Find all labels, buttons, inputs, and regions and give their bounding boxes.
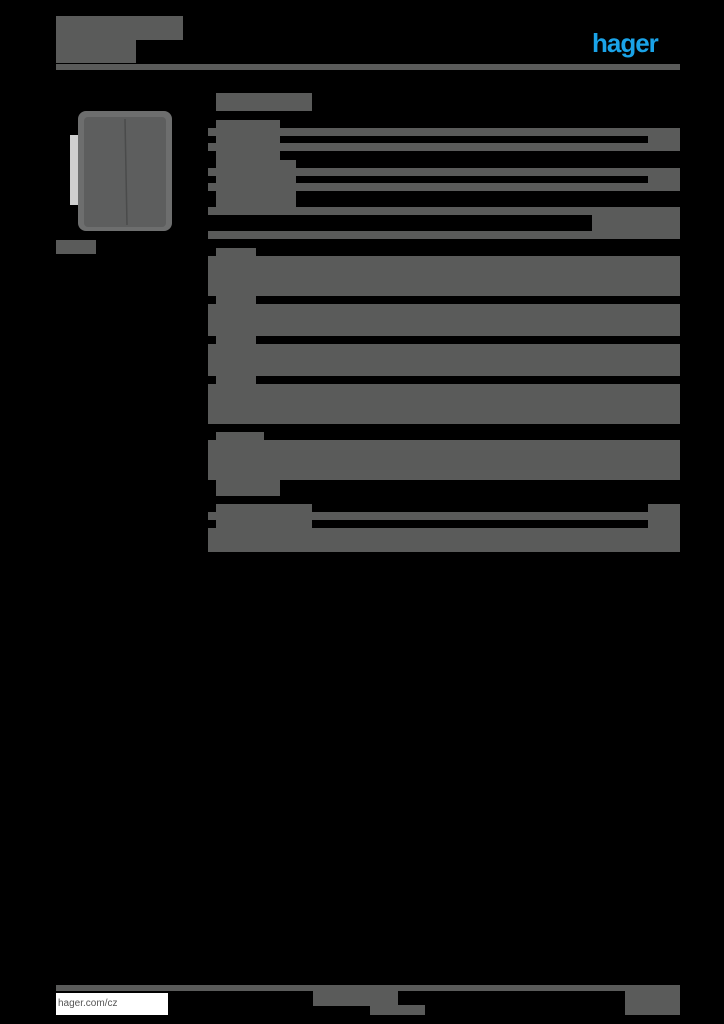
footer-center-text xyxy=(313,991,398,1006)
spec-row xyxy=(208,440,680,480)
spec-row xyxy=(208,256,680,296)
spec-row xyxy=(208,344,680,376)
spec-value xyxy=(648,128,680,151)
spec-row xyxy=(208,207,680,215)
spec-row xyxy=(208,128,680,136)
product-switch-image xyxy=(70,111,172,231)
spec-label xyxy=(216,120,280,160)
doc-subtitle xyxy=(56,40,136,50)
spec-row xyxy=(208,512,680,520)
doc-title xyxy=(56,16,183,40)
footer-url-link[interactable]: hager.com/cz xyxy=(56,993,168,1015)
spec-value xyxy=(648,504,680,528)
spec-row xyxy=(208,528,680,552)
spec-row xyxy=(208,168,680,176)
footer-rule xyxy=(56,985,680,991)
spec-row xyxy=(208,231,680,239)
spec-row xyxy=(208,183,680,191)
doc-subtitle-2 xyxy=(56,50,136,63)
spec-value xyxy=(648,168,680,191)
spec-row xyxy=(208,143,680,151)
spec-label xyxy=(216,480,280,496)
spec-row xyxy=(208,304,680,336)
footer-right-text xyxy=(625,991,680,1015)
spec-label xyxy=(216,400,304,416)
hager-logo: hager xyxy=(592,28,659,58)
section-heading xyxy=(216,93,312,111)
product-caption xyxy=(56,240,96,254)
header-rule xyxy=(56,64,680,70)
footer-page-number xyxy=(370,1005,425,1015)
